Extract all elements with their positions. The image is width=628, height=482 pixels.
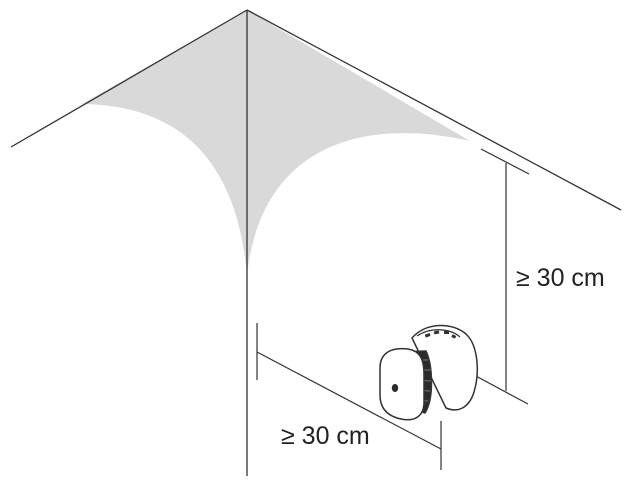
vertical-distance-label: ≥ 30 cm — [516, 264, 605, 292]
smoke-detector-icon — [379, 324, 479, 421]
room-edges — [10, 9, 622, 476]
ceiling-edge-left — [10, 9, 248, 148]
detector-front-face — [379, 347, 425, 421]
mounting-plate-rim — [416, 329, 461, 338]
vertical-dimension-bottom-tick — [473, 374, 529, 405]
ceiling-edge-right — [246, 9, 622, 211]
vertical-dimension-top-tick — [480, 148, 530, 175]
mounting-plate — [411, 324, 479, 411]
plate-notches — [424, 330, 457, 339]
dead-air-zone-left — [82, 10, 247, 275]
horizontal-dimension-line — [256, 351, 442, 450]
vertical-dimension — [473, 148, 530, 405]
detector-indicator-dot — [391, 384, 399, 392]
horizontal-dimension — [256, 323, 442, 470]
dead-air-zone-right — [247, 10, 470, 275]
horizontal-distance-label: ≥ 30 cm — [281, 422, 370, 450]
